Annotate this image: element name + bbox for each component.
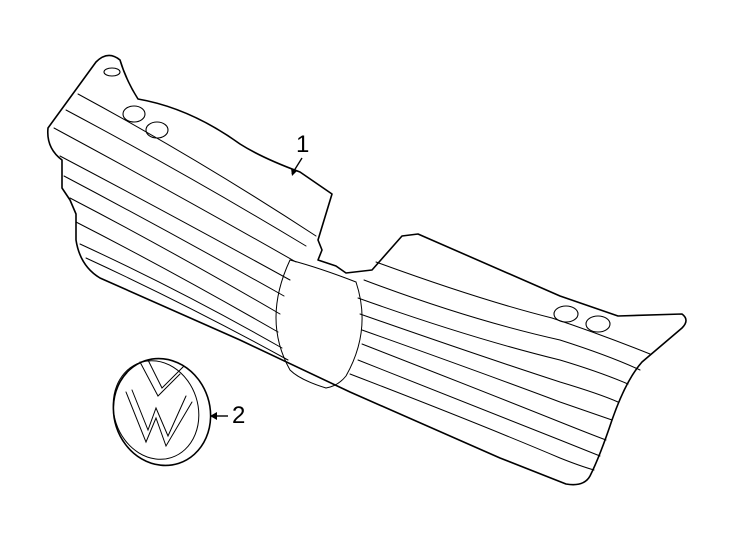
mount-hole bbox=[122, 105, 146, 123]
mount-hole bbox=[585, 315, 611, 333]
emblem-part bbox=[112, 357, 212, 467]
callout-1-arrowhead bbox=[291, 168, 297, 176]
grille-part bbox=[46, 54, 687, 486]
mount-hole bbox=[145, 121, 169, 139]
mount-hole bbox=[553, 305, 579, 323]
callout-1-label: 1 bbox=[296, 131, 310, 158]
callout-2-arrowhead bbox=[210, 412, 217, 420]
callout-2-label: 2 bbox=[232, 402, 246, 429]
mount-hole bbox=[103, 67, 121, 77]
